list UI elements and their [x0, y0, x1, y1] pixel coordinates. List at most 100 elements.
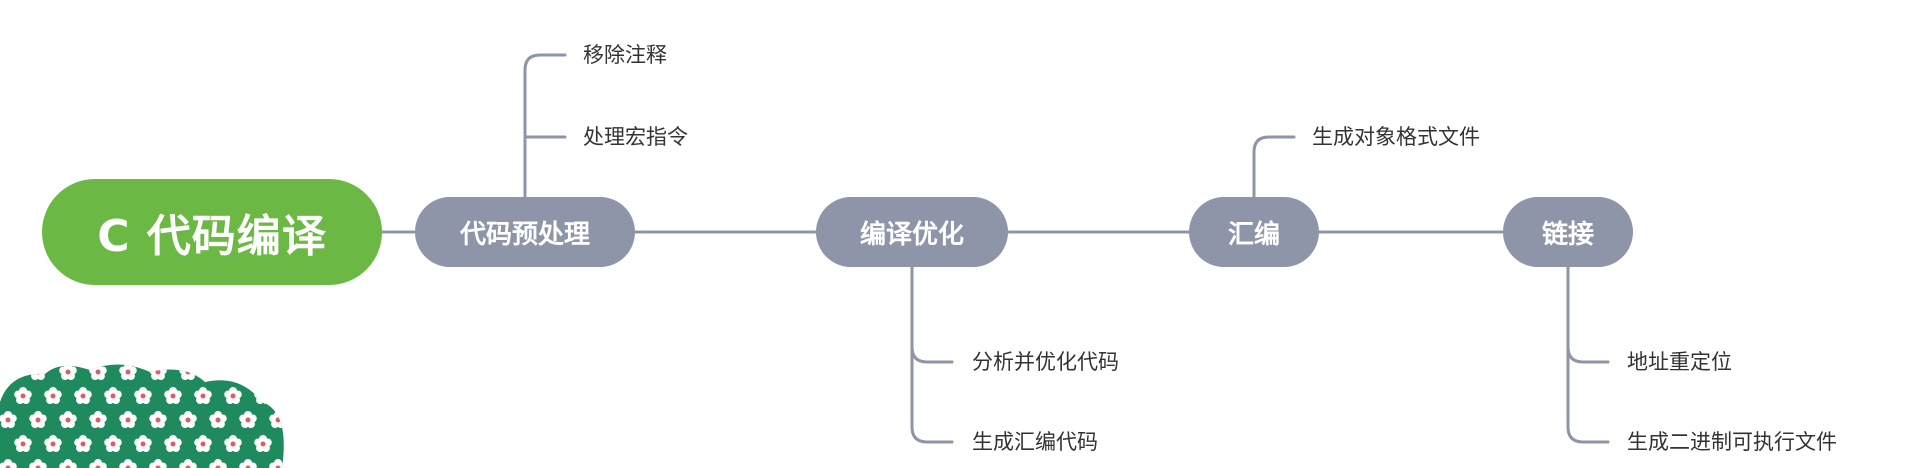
flower-petal: [244, 364, 252, 371]
flower-petal: [74, 438, 83, 447]
flower-center: [95, 369, 101, 375]
flower-center: [110, 441, 116, 447]
flower-center: [245, 465, 251, 468]
leaf-generate-assembly[interactable]: 生成汇编代码: [972, 430, 1098, 454]
stage-node-preprocess[interactable]: 代码预处理: [415, 197, 635, 267]
flower-center: [170, 441, 176, 447]
flower-petal: [8, 366, 17, 375]
flower-petal: [59, 462, 68, 468]
flower-center: [185, 465, 191, 468]
flower-petal: [154, 364, 162, 371]
flower-center: [200, 393, 206, 399]
flower-petal: [271, 372, 280, 381]
flower-pattern-decoration-icon: [0, 364, 290, 468]
flower-center: [5, 369, 11, 375]
flower-petal: [149, 462, 158, 468]
leaf-generate-object-file[interactable]: 生成对象格式文件: [1312, 125, 1480, 149]
flower-petal: [239, 366, 248, 375]
flower-petal: [29, 462, 38, 468]
flower-center: [35, 369, 41, 375]
flower-petal: [276, 372, 284, 381]
flower-petal: [254, 390, 263, 399]
flower-center: [65, 417, 71, 423]
flower-petal: [164, 438, 173, 447]
root-node[interactable]: C 代码编译: [42, 179, 382, 285]
flower-petal: [119, 462, 128, 468]
flower-petal: [184, 364, 192, 371]
flower-center: [5, 465, 11, 468]
flower-petal: [278, 366, 284, 375]
flower-petal: [248, 462, 257, 468]
flower-center: [200, 441, 206, 447]
flower-petal: [119, 366, 128, 375]
flower-petal: [259, 387, 267, 395]
flower-petal: [214, 364, 222, 371]
connector-assemble-leaves: [1252, 135, 1296, 199]
stage-node-compile[interactable]: 编译优化: [816, 197, 1008, 267]
flower-center: [110, 393, 116, 399]
flower-petal: [38, 366, 47, 375]
flower-petal: [209, 462, 218, 468]
flower-center: [50, 393, 56, 399]
flower-petal: [239, 462, 248, 468]
leaf-address-relocation[interactable]: 地址重定位: [1627, 350, 1732, 374]
flower-center: [185, 417, 191, 423]
flower-center: [140, 441, 146, 447]
flower-petal: [218, 366, 227, 375]
flower-petal: [59, 414, 68, 423]
flower-center: [155, 465, 161, 468]
flower-center: [170, 393, 176, 399]
flower-petal: [89, 414, 98, 423]
flower-petal: [269, 366, 278, 375]
flower-petal: [34, 364, 42, 371]
leaf-process-macros[interactable]: 处理宏指令: [583, 125, 688, 149]
flower-center: [20, 393, 26, 399]
flower-petal: [194, 390, 203, 399]
flower-center: [80, 441, 86, 447]
flower-center: [260, 441, 266, 447]
flower-petal: [286, 444, 290, 452]
leaf-analyze-optimize[interactable]: 分析并优化代码: [972, 350, 1119, 374]
flower-petal: [158, 462, 167, 468]
flower-petal: [31, 372, 40, 381]
stage-node-link[interactable]: 链接: [1503, 197, 1633, 267]
flower-petal: [29, 366, 38, 375]
flower-petal: [89, 462, 98, 468]
flower-center: [125, 465, 131, 468]
flower-petal: [194, 438, 203, 447]
flower-petal: [0, 366, 8, 375]
connector-preprocess-leaves: [523, 53, 567, 199]
flower-petal: [128, 462, 137, 468]
flower-center: [230, 441, 236, 447]
flower-petal: [284, 438, 290, 446]
flower-petal: [239, 414, 248, 423]
flower-center: [275, 369, 281, 375]
flower-center: [275, 417, 281, 423]
flower-petal: [1, 372, 10, 381]
flower-petal: [179, 462, 188, 468]
flower-petal: [188, 462, 197, 468]
flower-petal: [8, 462, 17, 468]
flower-petal: [248, 366, 257, 375]
flower-petal: [4, 364, 12, 371]
flower-petal: [269, 462, 278, 468]
flower-center: [125, 369, 131, 375]
flower-center: [35, 417, 41, 423]
flower-petal: [218, 462, 227, 468]
flower-center: [245, 417, 251, 423]
flower-petal: [14, 390, 23, 399]
flower-petal: [44, 390, 53, 399]
connector-link-leaves: [1566, 265, 1610, 444]
flower-center: [230, 393, 236, 399]
flower-petal: [211, 372, 220, 381]
leaf-remove-comments[interactable]: 移除注释: [583, 43, 667, 67]
flower-petal: [254, 438, 263, 447]
stage-node-assemble[interactable]: 汇编: [1189, 197, 1319, 267]
flower-petal: [134, 390, 143, 399]
flower-petal: [149, 414, 158, 423]
leaf-generate-executable[interactable]: 生成二进制可执行文件: [1627, 430, 1837, 454]
flower-center: [125, 417, 131, 423]
flower-center: [215, 369, 221, 375]
flower-petal: [14, 438, 23, 447]
